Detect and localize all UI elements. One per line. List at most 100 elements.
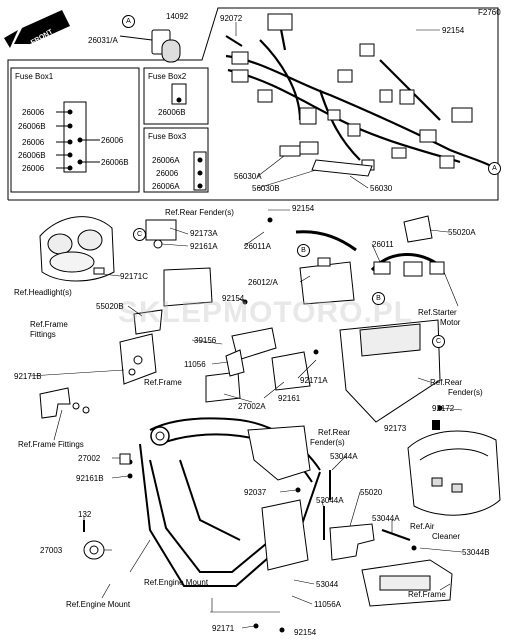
watermark-text: SKLEPMOTORO.PL (118, 296, 414, 329)
fuse-box1-internals (56, 101, 100, 173)
fuse-box3-label-1: 26006A (152, 156, 180, 165)
part-label-92154-bot: 92154 (294, 628, 317, 637)
ref-starter-motor-line2: Motor (440, 318, 461, 327)
callout-a-top: A (122, 15, 135, 28)
ref-engine-mount-mid: Ref.Engine Mount (144, 578, 209, 587)
part-label-92154-mid: 92154 (292, 204, 315, 213)
part-label-11056: 11056 (184, 360, 206, 369)
part-label-92154-left: 92154 (222, 294, 245, 303)
part-label-53044a-3: 53044A (372, 514, 400, 523)
fuse-box3-title: Fuse Box3 (148, 132, 187, 141)
part-label-92171c: 92171C (120, 272, 149, 281)
part-label-92072: 92072 (220, 14, 243, 23)
ref-rear-fender-center-line1: Ref.Rear (318, 428, 351, 437)
part-label-92171: 92171 (212, 624, 235, 633)
part-label-92037: 92037 (244, 488, 267, 497)
fuse-box3-internals (193, 151, 207, 191)
part-label-56030a: 56030A (234, 172, 262, 181)
part-label-92161b: 92161B (76, 474, 104, 483)
part-label-132: 132 (78, 510, 92, 519)
ref-frame-fittings-top-line1: Ref.Frame (30, 320, 68, 329)
mount-27003 (83, 540, 105, 560)
cap-14092 (119, 29, 181, 63)
relay-cover (163, 267, 213, 307)
part-label-27002: 27002 (78, 454, 101, 463)
part-label-55020b: 55020B (96, 302, 124, 311)
part-label-53044b: 53044B (462, 548, 490, 557)
part-label-39156: 39156 (194, 336, 217, 345)
air-cleaner-housing (407, 430, 501, 516)
ref-rear-fender-right-line1: Ref.Rear (430, 378, 463, 387)
diagram-code: F2760 (478, 8, 501, 17)
part-label-56030b: 56030B (252, 184, 280, 193)
tag-56030a (279, 145, 301, 157)
part-label-92154-top: 92154 (442, 26, 465, 35)
bracket-11056 (225, 327, 277, 377)
harness-outline (7, 7, 499, 201)
rear-tray (339, 319, 441, 423)
tie-92072 (225, 35, 243, 47)
ref-frame-fittings-bot: Ref.Frame Fittings (18, 440, 84, 449)
frame-fitting-bracket (39, 387, 90, 419)
headlight-assembly (39, 216, 115, 282)
fuse-box1-right-label-1: 26006 (101, 136, 124, 145)
part-label-53044: 53044 (316, 580, 339, 589)
fuse-box2-frame (143, 67, 209, 125)
fuse-box1-label-3: 26006 (22, 138, 45, 147)
starter-cable-26011 (370, 253, 445, 277)
callout-c-tray: C (432, 335, 445, 348)
strap-53044a-3 (381, 529, 411, 541)
part-label-56030: 56030 (370, 184, 393, 193)
ref-rear-fender-center-line2: Fender(s) (310, 438, 345, 447)
ref-air-cleaner-line2: Cleaner (432, 532, 461, 541)
part-label-55020a: 55020A (448, 228, 476, 237)
callout-a-harness: A (488, 162, 501, 175)
tag-56030 (311, 159, 373, 177)
callout-c-headlight: C (133, 228, 146, 241)
part-label-92173a: 92173A (190, 229, 218, 238)
callout-b-cable: B (297, 244, 310, 257)
fuse-box3-label-2: 26006 (156, 169, 179, 178)
subframe-bracket (247, 425, 311, 481)
bracket-92173a (145, 219, 177, 249)
fuse-box1-label-1: 26006 (22, 108, 45, 117)
fuse-box2-internals (171, 83, 187, 105)
ref-frame-fittings-top-line2: Fittings (30, 330, 56, 339)
part-label-92173: 92173 (384, 424, 407, 433)
lower-frame-bracket (361, 559, 453, 607)
part-label-92172: 92172 (432, 404, 455, 413)
part-label-14092: 14092 (166, 12, 189, 21)
callout-b-starter: B (372, 292, 385, 305)
part-label-92161a: 92161A (190, 242, 218, 251)
fuse-box1-label-2: 26006B (18, 122, 46, 131)
cable-26011a (295, 230, 357, 252)
part-label-92171b: 92171B (14, 372, 42, 381)
ref-starter-motor-line1: Ref.Starter (418, 308, 457, 317)
fuse-box1-frame (10, 67, 140, 193)
rear-bracket-55020 (329, 523, 375, 561)
small-fasteners (119, 217, 443, 633)
ref-rear-fender-top: Ref.Rear Fender(s) (165, 208, 234, 217)
fuse-box2-label: 26006B (158, 108, 186, 117)
part-label-55020: 55020 (360, 488, 383, 497)
fuse-box1-label-5: 26006 (22, 164, 45, 173)
fuse-box3-frame (143, 127, 209, 193)
ref-headlights: Ref.Headlight(s) (14, 288, 72, 297)
ecu-27002a (205, 371, 241, 403)
fuse-box3-label-3: 26006A (152, 182, 180, 191)
front-arrow-icon (4, 10, 70, 48)
cover-55020a (403, 215, 433, 243)
engine-mount-bracket (261, 499, 309, 571)
part-label-27003: 27003 (40, 546, 63, 555)
ref-engine-mount-bot: Ref.Engine Mount (66, 600, 131, 609)
ref-frame-mid: Ref.Frame (144, 378, 182, 387)
leader-lines (29, 22, 463, 629)
bracket-55020b (119, 309, 163, 385)
part-label-92171a: 92171A (300, 376, 328, 385)
harness-connectors (231, 13, 473, 171)
battery-26012 (299, 257, 355, 305)
part-label-27002a: 27002A (238, 402, 266, 411)
ecu-92161 (271, 351, 311, 391)
part-label-26011: 26011 (372, 240, 394, 249)
